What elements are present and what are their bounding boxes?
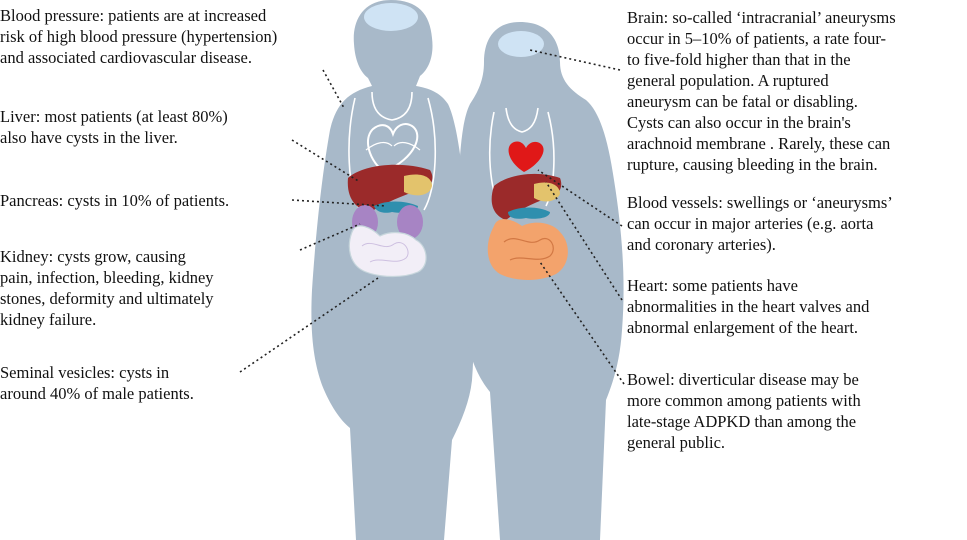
female-figure [457, 22, 624, 540]
leader-blood-pressure [322, 69, 345, 109]
female-gallbladder [534, 182, 560, 202]
liver-label: Liver: most patients (at least 80%) also… [0, 107, 228, 147]
female-silhouette [457, 22, 624, 540]
blood-pressure-label: Blood pressure: patients are at increase… [0, 6, 278, 67]
female-bowel [487, 219, 568, 280]
leader-lines [239, 49, 625, 385]
brain-label: Brain: so-called ‘intracranial’ aneurysm… [627, 8, 896, 174]
male-heart-outline [366, 123, 419, 174]
leader-liver [291, 139, 361, 183]
female-brain [498, 31, 544, 57]
seminal-vesicles-label: Seminal vesicles: cysts in around 40% of… [0, 363, 194, 403]
male-ribs [365, 141, 421, 151]
leader-heart [545, 181, 623, 301]
leader-vessels [537, 169, 623, 227]
female-pancreas [508, 207, 550, 219]
bowel-label: Bowel: diverticular disease may be more … [627, 370, 861, 452]
male-brain [364, 3, 418, 31]
female-bowel-coils [503, 237, 554, 261]
male-bowel [348, 225, 427, 278]
male-gallbladder [404, 174, 432, 196]
leader-pancreas [291, 199, 387, 207]
blood-vessels-label: Blood vessels: swellings or ‘aneurysms’ … [627, 193, 893, 254]
kidney-label: Kidney: cysts grow, causing pain, infect… [0, 247, 214, 329]
heart-label: Heart: some patients have abnormalities … [627, 276, 870, 337]
pancreas-label: Pancreas: cysts in 10% of patients. [0, 191, 230, 210]
male-kidney-right [397, 205, 423, 239]
male-bowel-coils [361, 242, 409, 263]
leader-brain [529, 49, 621, 71]
female-heart [508, 141, 544, 172]
leader-kidney [299, 223, 361, 251]
male-figure [311, 0, 474, 540]
